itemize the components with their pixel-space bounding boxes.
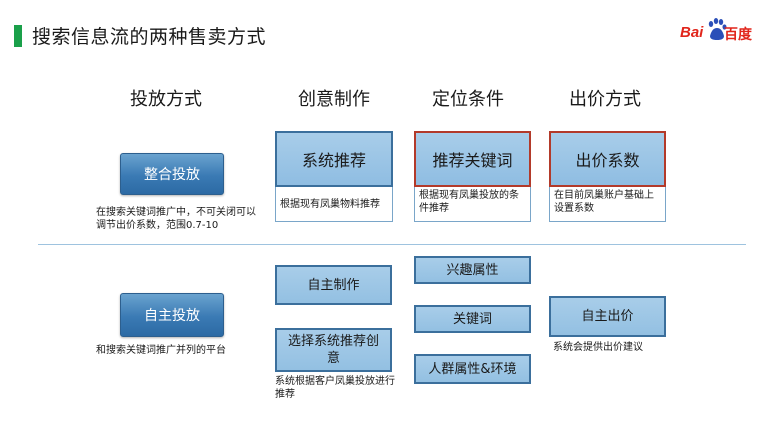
header-bidding: 出价方式 <box>569 89 641 110</box>
recommend-keywords-title: 推荐关键词 <box>414 131 531 187</box>
crowd-environment-box: 人群属性&环境 <box>414 354 531 384</box>
paw-icon <box>708 18 727 40</box>
row-divider <box>38 244 746 245</box>
system-recommend-desc: 根据现有凤巢物料推荐 <box>275 187 393 222</box>
integrated-delivery-button[interactable]: 整合投放 <box>120 153 224 195</box>
system-recommend-card: 系统推荐 根据现有凤巢物料推荐 <box>275 131 393 222</box>
bid-coefficient-card: 出价系数 在目前凤巢账户基础上设置系数 <box>549 131 666 222</box>
integrated-delivery-desc: 在搜索关键词推广中，不可关闭可以调节出价系数，范围0.7-10 <box>96 207 256 231</box>
system-recommend-title: 系统推荐 <box>275 131 393 187</box>
recommend-keywords-card: 推荐关键词 根据现有凤巢投放的条件推荐 <box>414 131 531 222</box>
keyword-box: 关键词 <box>414 305 531 333</box>
interest-attribute-box: 兴趣属性 <box>414 256 531 284</box>
title-accent-bar <box>14 25 22 47</box>
bid-coefficient-title: 出价系数 <box>549 131 666 187</box>
self-made-creative-box: 自主制作 <box>275 265 392 305</box>
bid-coefficient-desc: 在目前凤巢账户基础上设置系数 <box>549 187 666 222</box>
header-delivery-mode: 投放方式 <box>130 89 202 110</box>
baidu-logo: Bai 百度 <box>680 18 752 48</box>
logo-bai-text: Bai <box>680 24 704 41</box>
self-delivery-desc: 和搜索关键词推广并列的平台 <box>96 345 226 356</box>
system-creative-desc: 系统根据客户凤巢投放进行推荐 <box>275 376 395 400</box>
system-creative-box: 选择系统推荐创意 <box>275 328 392 372</box>
header-creative: 创意制作 <box>298 89 370 110</box>
page-title: 搜索信息流的两种售卖方式 <box>32 26 267 48</box>
recommend-keywords-desc: 根据现有凤巢投放的条件推荐 <box>414 187 531 222</box>
self-bid-desc: 系统会提供出价建议 <box>553 342 643 353</box>
header-targeting: 定位条件 <box>432 89 504 110</box>
self-delivery-button[interactable]: 自主投放 <box>120 293 224 337</box>
logo-du-text: 百度 <box>724 27 752 43</box>
self-bid-box: 自主出价 <box>549 296 666 337</box>
